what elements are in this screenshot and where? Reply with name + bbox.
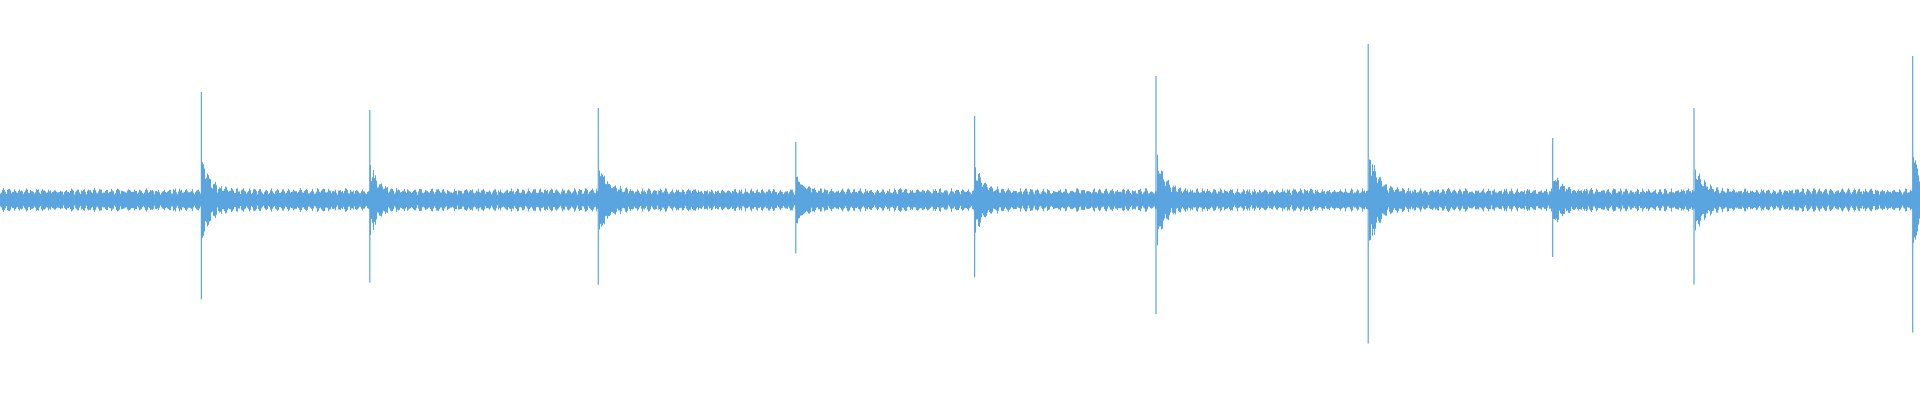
- waveform-body: [0, 154, 1920, 246]
